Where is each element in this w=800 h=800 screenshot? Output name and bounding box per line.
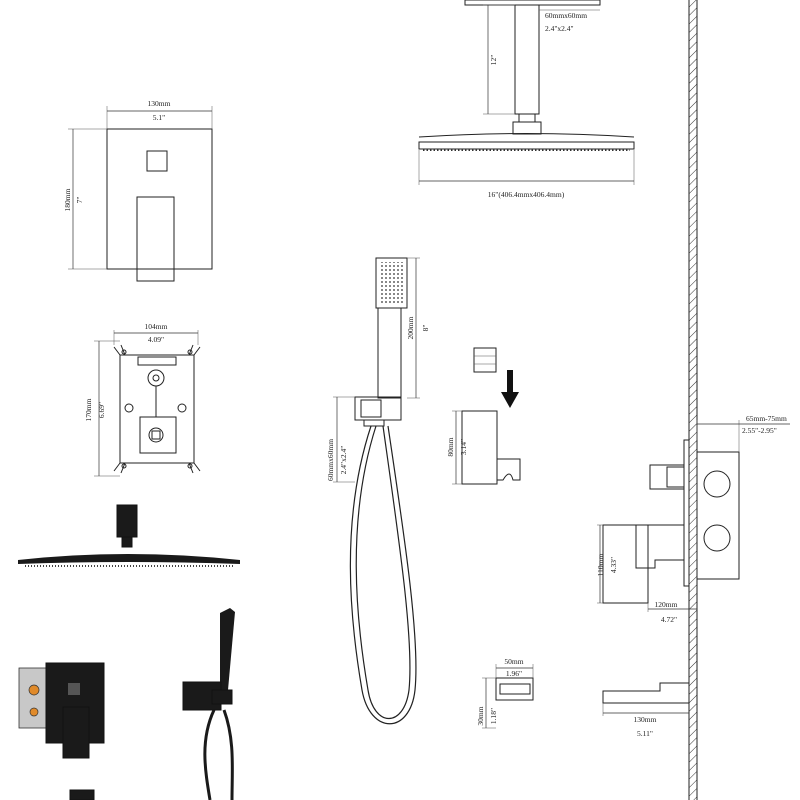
wall-depth-in: 2.55"-2.95"	[742, 426, 777, 435]
bracket-drawing: 80mm 3.14"	[446, 347, 521, 485]
connector-height-in: 1.18"	[489, 708, 498, 724]
holder-base-in: 2.4"x2.4"	[339, 446, 348, 475]
panel-height-mm: 180mm	[63, 188, 72, 211]
valve-width-mm: 104mm	[145, 322, 168, 331]
wall-section	[688, 0, 698, 800]
bracket-height-mm: 80mm	[446, 437, 455, 456]
black-valve-illustration	[18, 662, 105, 800]
trim-panel-drawing: 130mm 5.1" 180mm 7"	[63, 99, 213, 282]
arm-base-mm: 60mmx60mm	[545, 11, 587, 20]
connector-width-mm: 50mm	[504, 657, 523, 666]
wall-depth-mm: 65mm-75mm	[746, 414, 787, 423]
panel-width-in: 5.1"	[153, 113, 165, 122]
valve-width-in: 4.09"	[148, 335, 164, 344]
side-height-mm: 110mm	[596, 554, 605, 577]
handheld-length-mm: 200mm	[406, 316, 415, 339]
panel-width-mm: 130mm	[148, 99, 171, 108]
valve-height-in: 6.69"	[97, 402, 106, 418]
spout-length-mm: 130mm	[634, 715, 657, 724]
side-view-drawing: 65mm-75mm 2.55"-2.95" 110mm 4.33" 120mm …	[596, 414, 790, 624]
bracket-height-in: 3.14"	[459, 439, 468, 455]
handheld-drawing: 200mm 8" 60mmx60mm 2.4"x2.4"	[326, 257, 430, 725]
valve-body-drawing: 104mm 4.09" 170mm 6.69"	[84, 322, 201, 477]
side-depth-in: 4.72"	[661, 615, 677, 624]
black-shower-head-illustration	[18, 504, 240, 567]
arm-length-in: 12"	[489, 55, 498, 66]
side-height-in: 4.33"	[609, 557, 618, 573]
connector-width-in: 1.96"	[506, 669, 522, 678]
spout-side-drawing: 130mm 5.11"	[602, 682, 690, 738]
connector-drawing: 50mm 1.96" 30mm 1.18"	[476, 657, 534, 729]
connector-height-mm: 30mm	[476, 706, 485, 725]
holder-base-mm: 60mmx60mm	[326, 439, 335, 481]
head-size: 16"(406.4mmx406.4mm)	[488, 190, 565, 199]
side-depth-mm: 120mm	[655, 600, 678, 609]
spout-length-in: 5.11"	[637, 729, 653, 738]
arm-base-in: 2.4"x2.4"	[545, 24, 574, 33]
handheld-length-in: 8"	[421, 325, 430, 332]
panel-height-in: 7"	[75, 197, 84, 204]
shower-head-drawing: 60mmx60mm 2.4"x2.4" 12" 16"(406.4mmx406.…	[418, 0, 635, 199]
black-handheld-illustration	[182, 608, 235, 800]
valve-height-mm: 170mm	[84, 398, 93, 421]
